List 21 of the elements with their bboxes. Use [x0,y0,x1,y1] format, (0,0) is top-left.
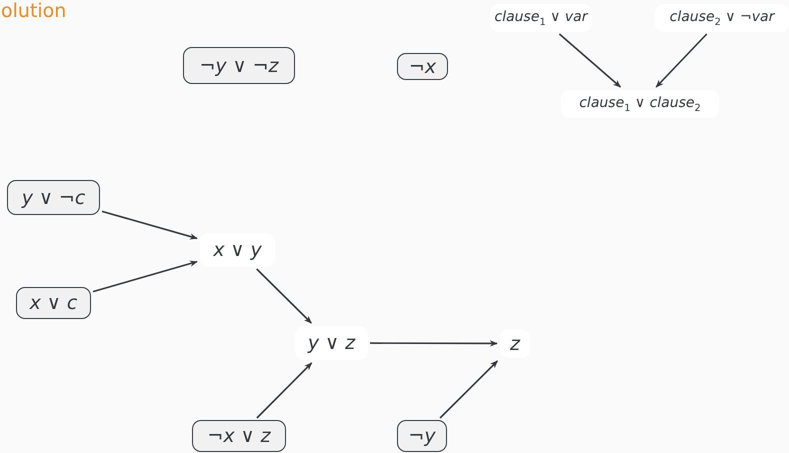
clause-label: clause$_{1}$ ∨ clause$_{2}$ [561,90,719,118]
clause-box: y ∨ ¬c [7,180,100,215]
clause-label: clause$_{2}$ ∨ ¬var [655,4,789,32]
arrow [102,210,198,240]
arrow [656,33,708,88]
arrow [92,260,198,292]
clause-label: y ∨ z [295,326,368,360]
clause-box: ¬x [397,53,448,80]
clause-box: x ∨ c [16,287,91,319]
arrow [558,33,622,88]
clause-label: z [500,329,530,358]
clause-box: ¬y [397,420,447,452]
arrow [256,362,312,419]
clause-box: ¬x ∨ z [192,420,286,452]
clause-box: ¬y ∨ ¬z [183,47,295,84]
title: olution [1,0,66,22]
arrow [256,268,312,324]
arrow [370,340,498,347]
arrow [440,360,498,419]
clause-label: clause$_{1}$ ∨ var [490,4,592,32]
clause-label: x ∨ y [200,233,275,267]
